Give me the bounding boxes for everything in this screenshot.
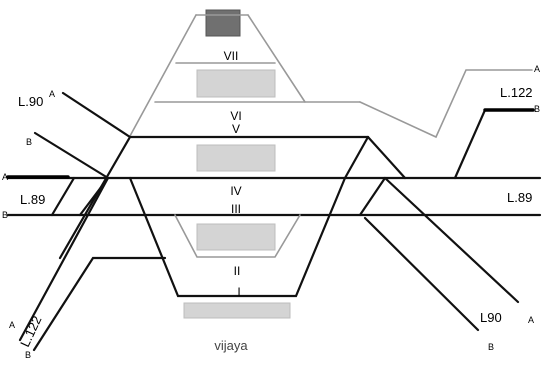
end-label-a-left: A: [2, 172, 8, 182]
end-label-a-upper-right: A: [534, 64, 540, 74]
track-label-iii: III: [231, 202, 241, 216]
label-l89-left: L.89: [20, 192, 45, 207]
track-i: [128, 176, 347, 298]
track-vii-left-ramp: [129, 14, 197, 137]
track-label-iv: IV: [230, 184, 241, 198]
label-l90-left: L.90: [18, 94, 43, 109]
line-l90-right-b: [363, 216, 480, 332]
end-label-a-lower-right: A: [528, 315, 534, 325]
track-v-left-diagonal: [58, 135, 132, 260]
end-label-b-bottom-left: B: [25, 350, 31, 360]
end-label-a-upper-left: A: [49, 89, 55, 99]
end-label-b-upper-left: B: [26, 137, 32, 147]
track-label-vii: VII: [224, 49, 239, 63]
platform-i: [183, 302, 291, 319]
crossover-right-upper: [343, 135, 370, 180]
track-label-v: V: [232, 122, 240, 136]
end-label-b-upper-right: B: [534, 104, 540, 114]
crossover-left-inner: [78, 176, 110, 217]
end-label-b-left: B: [2, 210, 8, 220]
platform-v-iv: [196, 144, 276, 172]
end-label-a-bottom-left: A: [9, 320, 15, 330]
line-l90-right-a: [383, 176, 520, 304]
end-label-b-lower-right: B: [488, 342, 494, 352]
label-l122-left: L.122: [17, 313, 44, 349]
station-name: vijaya: [214, 338, 248, 353]
track-vii-right-ramp: [247, 14, 306, 103]
platform-vii: [196, 69, 276, 98]
platform-iii-ii: [196, 223, 276, 251]
track-v-right-ramp: [366, 135, 407, 180]
track-vi-exit-a-right: [359, 69, 533, 139]
line-l122-diagonal-a: [18, 176, 110, 342]
line-l122-right: [453, 108, 535, 180]
track-ii: [174, 214, 301, 258]
crossover-right-lower: [358, 176, 387, 217]
track-label-ii: II: [234, 264, 241, 278]
label-l90-right: L90: [480, 310, 502, 325]
label-l89-right: L.89: [507, 190, 532, 205]
line-l90-left-b: [33, 131, 110, 180]
track-label-vi: VI: [230, 109, 241, 123]
label-l122-right: L.122: [500, 85, 533, 100]
crossover-left-short: [50, 176, 76, 217]
track-label-i: I: [237, 285, 240, 299]
line-l90-left-a: [61, 91, 132, 139]
station-building: [205, 9, 241, 37]
line-l122-diagonal-b: [32, 256, 167, 352]
